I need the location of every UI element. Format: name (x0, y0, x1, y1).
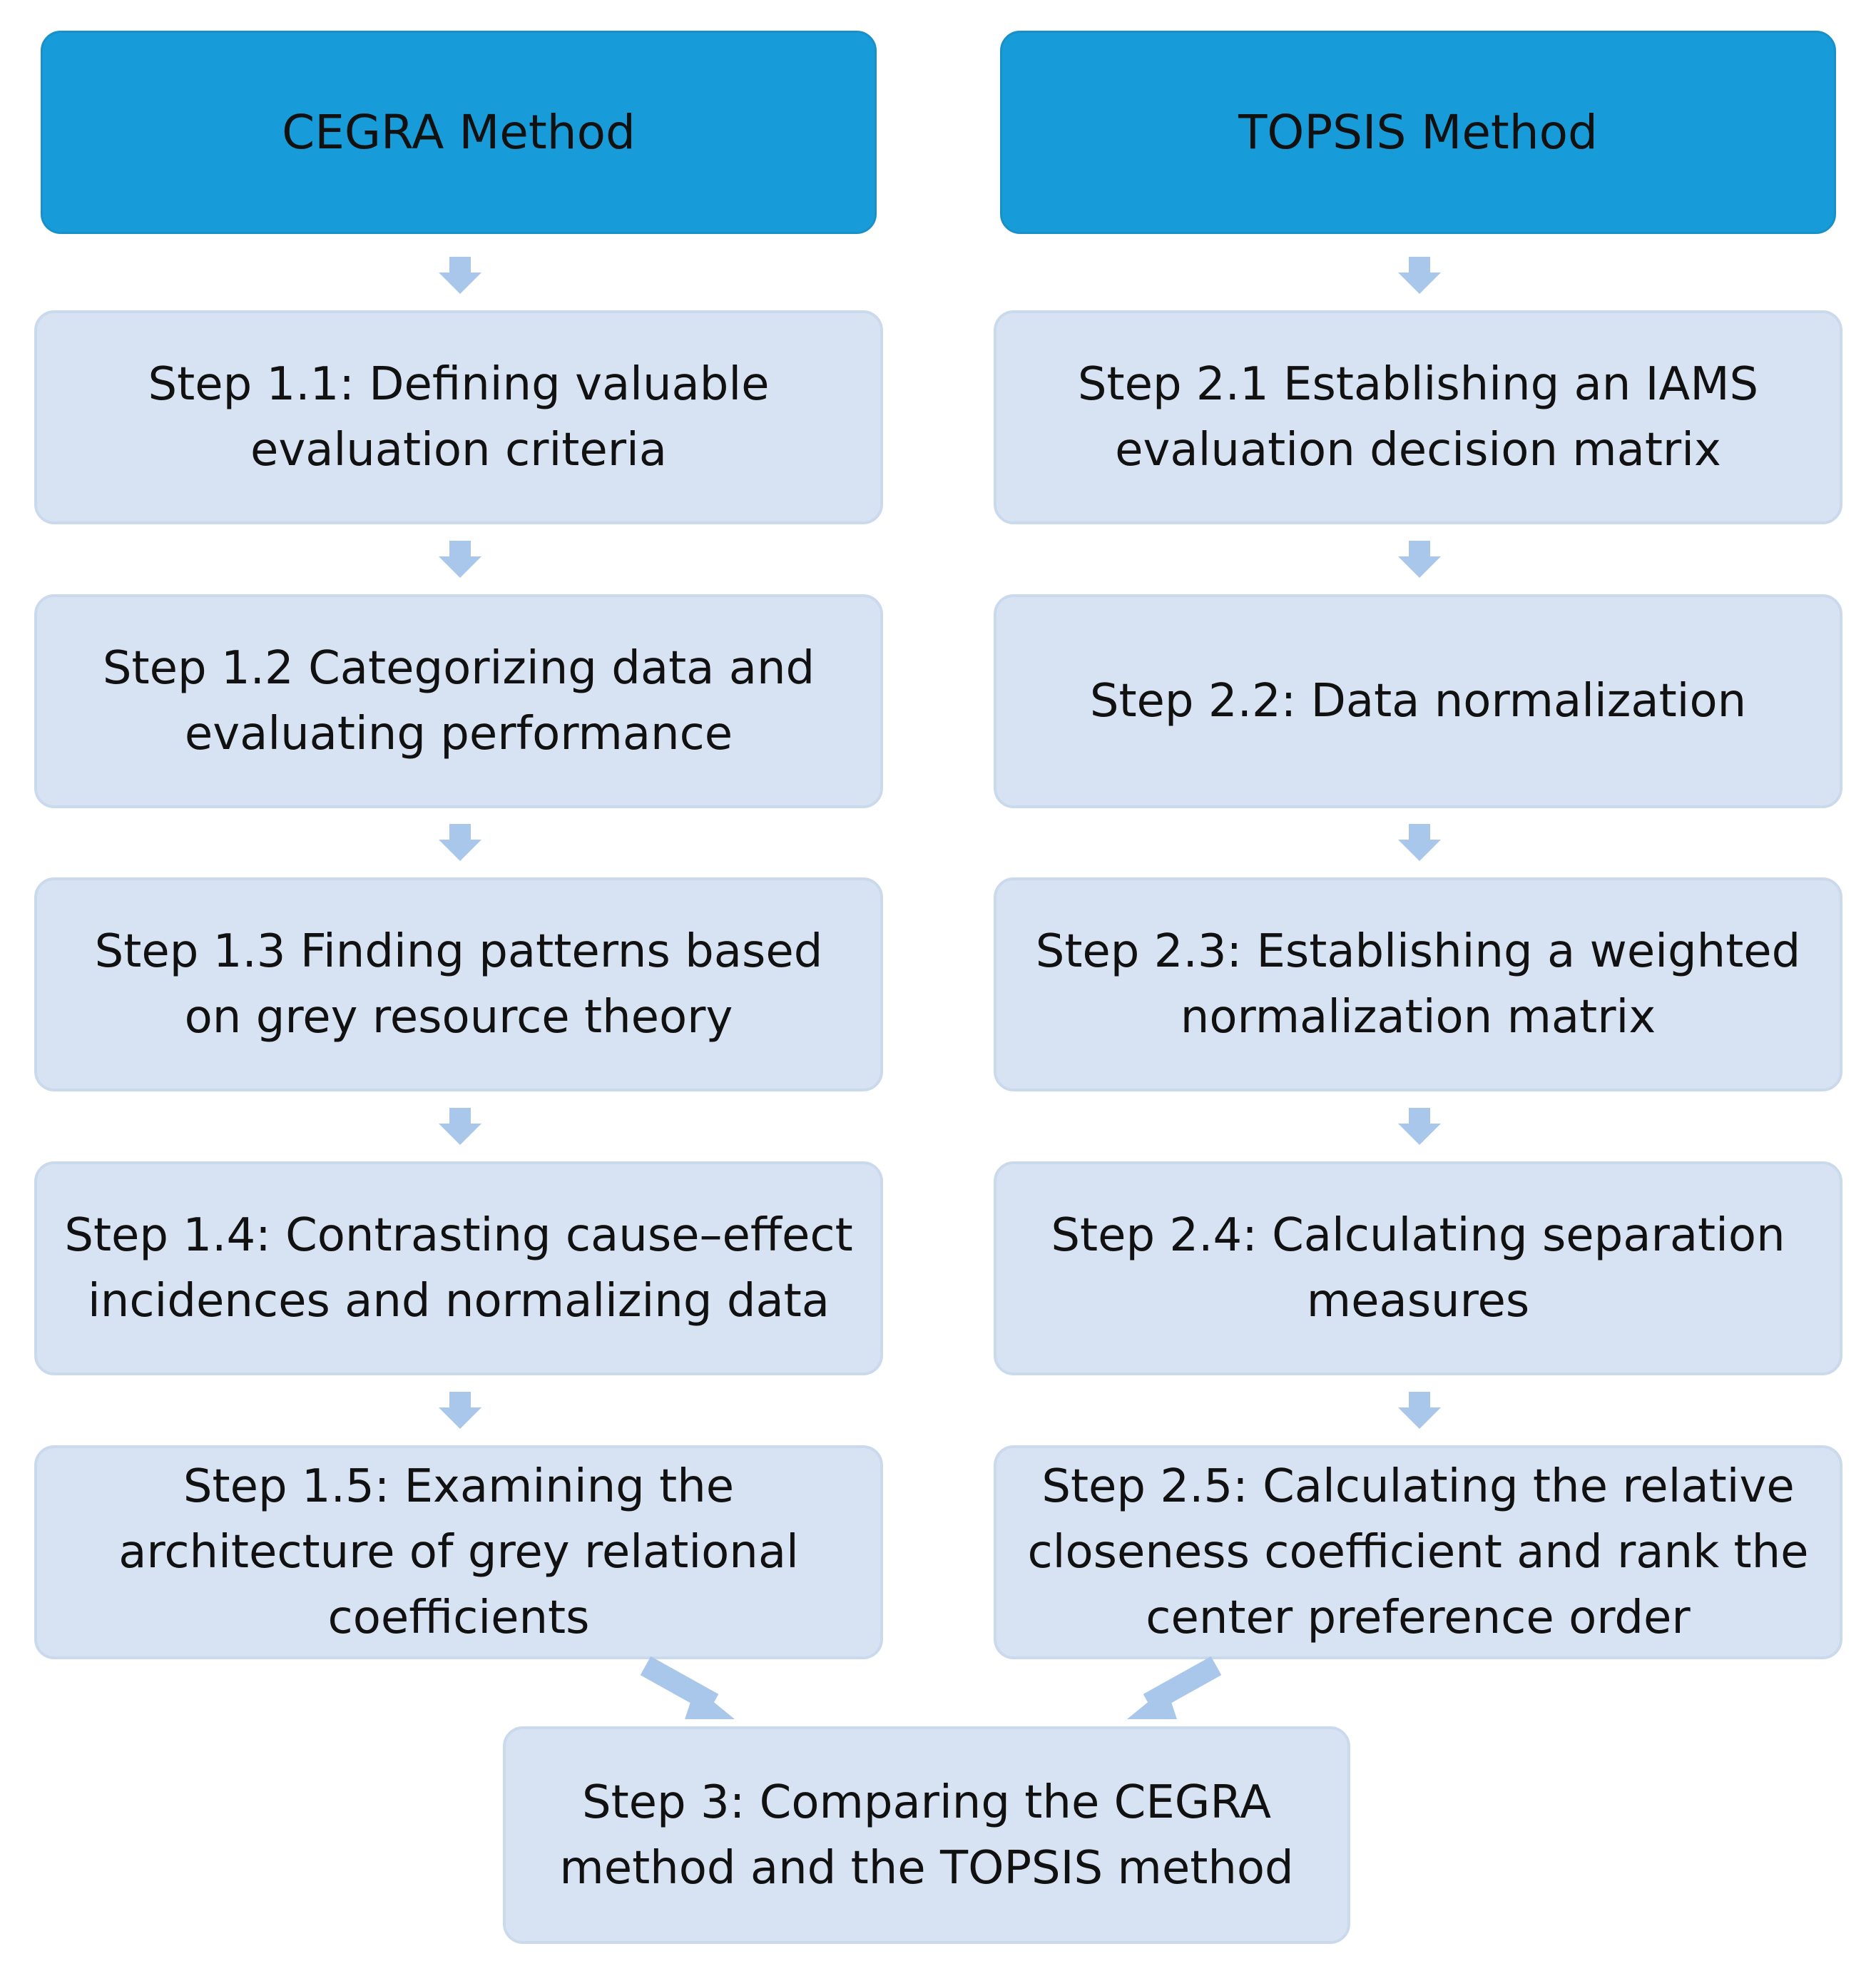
step-2-1-box: Step 2.1 Establishing an IAMS evaluation… (994, 310, 1842, 524)
arrow-head-right-icon (1127, 1687, 1177, 1719)
cegra-method-header: CEGRA Method (41, 31, 877, 234)
step-1-1-box: Step 1.1: Defining valuable evaluation c… (34, 310, 883, 524)
step-2-5-text: Step 2.5: Calculating the relative close… (1027, 1460, 1809, 1644)
topsis-method-header-label: TOPSIS Method (1238, 104, 1598, 160)
step-1-4-text: Step 1.4: Contrasting cause–effect incid… (64, 1209, 853, 1328)
cegra-method-header-label: CEGRA Method (282, 104, 636, 160)
step-2-3-box: Step 2.3: Establishing a weighted normal… (994, 877, 1842, 1091)
step-2-4-box: Step 2.4: Calculating separation measure… (994, 1161, 1842, 1375)
arrow-down-icon (439, 541, 481, 578)
step-2-5-box: Step 2.5: Calculating the relative close… (994, 1445, 1842, 1659)
step-2-2-text: Step 2.2: Data normalization (1089, 675, 1747, 728)
step-1-1-text: Step 1.1: Defining valuable evaluation c… (148, 358, 770, 477)
topsis-method-header: TOPSIS Method (1000, 31, 1836, 234)
arrow-down-icon (439, 1392, 481, 1429)
step-1-3-text: Step 1.3 Finding patterns based on grey … (94, 925, 823, 1044)
arrow-down-icon (439, 257, 481, 294)
step-3-box: Step 3: Comparing the CEGRA method and t… (503, 1726, 1350, 1944)
arrow-down-icon (1398, 1392, 1441, 1429)
step-1-3-box: Step 1.3 Finding patterns based on grey … (34, 877, 883, 1091)
arrow-down-icon (1398, 257, 1441, 294)
step-1-2-text: Step 1.2 Categorizing data and evaluatin… (102, 642, 815, 760)
arrow-down-icon (1398, 541, 1441, 578)
arrow-head-left-icon (685, 1687, 735, 1719)
arrow-down-icon (1398, 824, 1441, 861)
step-2-2-box: Step 2.2: Data normalization (994, 594, 1842, 808)
step-2-3-text: Step 2.3: Establishing a weighted normal… (1035, 925, 1801, 1044)
arrow-down-icon (439, 824, 481, 861)
step-1-5-text: Step 1.5: Examining the architecture of … (118, 1460, 799, 1644)
step-1-2-box: Step 1.2 Categorizing data and evaluatin… (34, 594, 883, 808)
arrow-down-icon (439, 1108, 481, 1145)
step-1-5-box: Step 1.5: Examining the architecture of … (34, 1445, 883, 1659)
arrow-down-icon (1398, 1108, 1441, 1145)
step-2-4-text: Step 2.4: Calculating separation measure… (1051, 1209, 1785, 1328)
step-3-text: Step 3: Comparing the CEGRA method and t… (559, 1776, 1294, 1895)
step-1-4-box: Step 1.4: Contrasting cause–effect incid… (34, 1161, 883, 1375)
step-2-1-text: Step 2.1 Establishing an IAMS evaluation… (1077, 358, 1759, 477)
